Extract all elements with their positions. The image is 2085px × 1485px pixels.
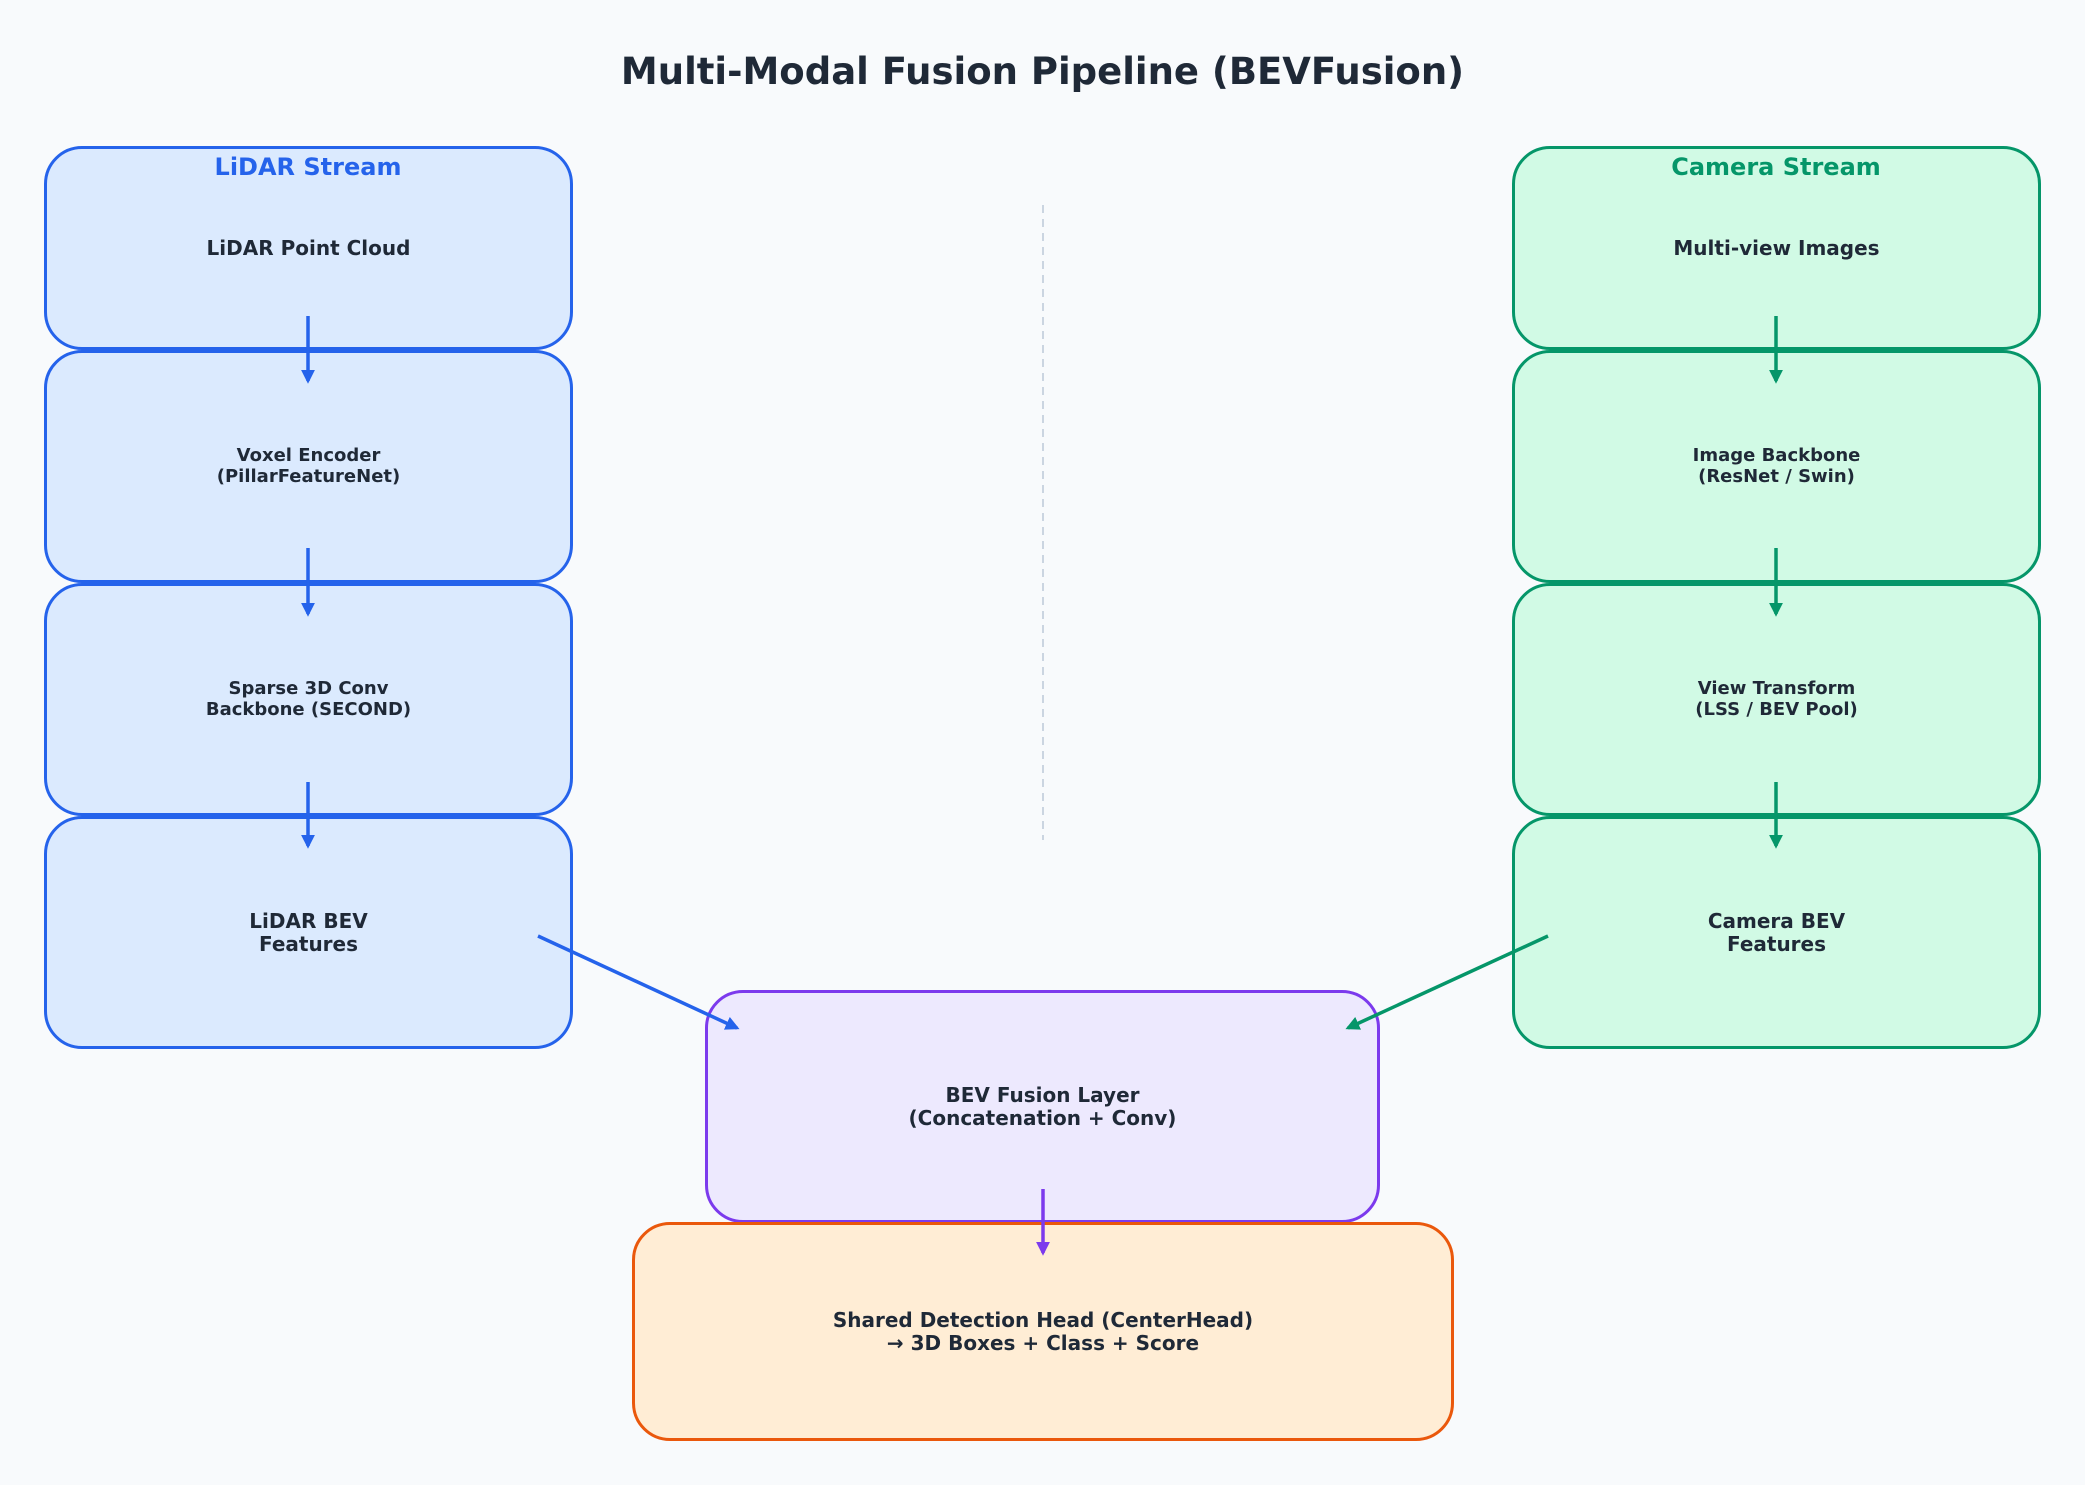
node-lidar-point-cloud: LiDAR Point Cloud — [44, 146, 573, 350]
camera-stream-label: Camera Stream — [1671, 153, 1881, 181]
node-detection-head: Shared Detection Head (CenterHead) → 3D … — [632, 1222, 1454, 1441]
node-camera-bev-features: Camera BEV Features — [1512, 816, 2041, 1049]
node-lidar-bev-features: LiDAR BEV Features — [44, 816, 573, 1049]
edge-arrow — [537, 934, 740, 1030]
diagram-title: Multi-Modal Fusion Pipeline (BEVFusion) — [620, 50, 1465, 93]
node-image-backbone: Image Backbone (ResNet / Swin) — [1512, 350, 2041, 583]
edge-arrow — [1345, 934, 1549, 1030]
lidar-stream-label: LiDAR Stream — [214, 153, 402, 181]
node-voxel-encoder: Voxel Encoder (PillarFeatureNet) — [44, 350, 573, 583]
node-view-transform: View Transform (LSS / BEV Pool) — [1512, 583, 2041, 816]
